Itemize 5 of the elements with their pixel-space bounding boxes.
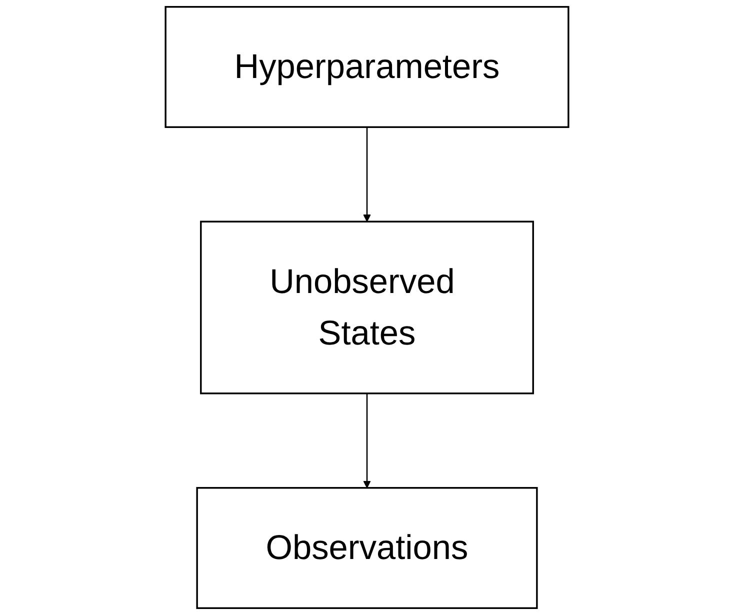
arrow <box>363 127 371 222</box>
node-box: Hyperparameters <box>164 6 570 128</box>
node-box: Observations <box>196 487 538 609</box>
node-box: Unobserved States <box>200 220 534 394</box>
arrow <box>363 393 371 488</box>
